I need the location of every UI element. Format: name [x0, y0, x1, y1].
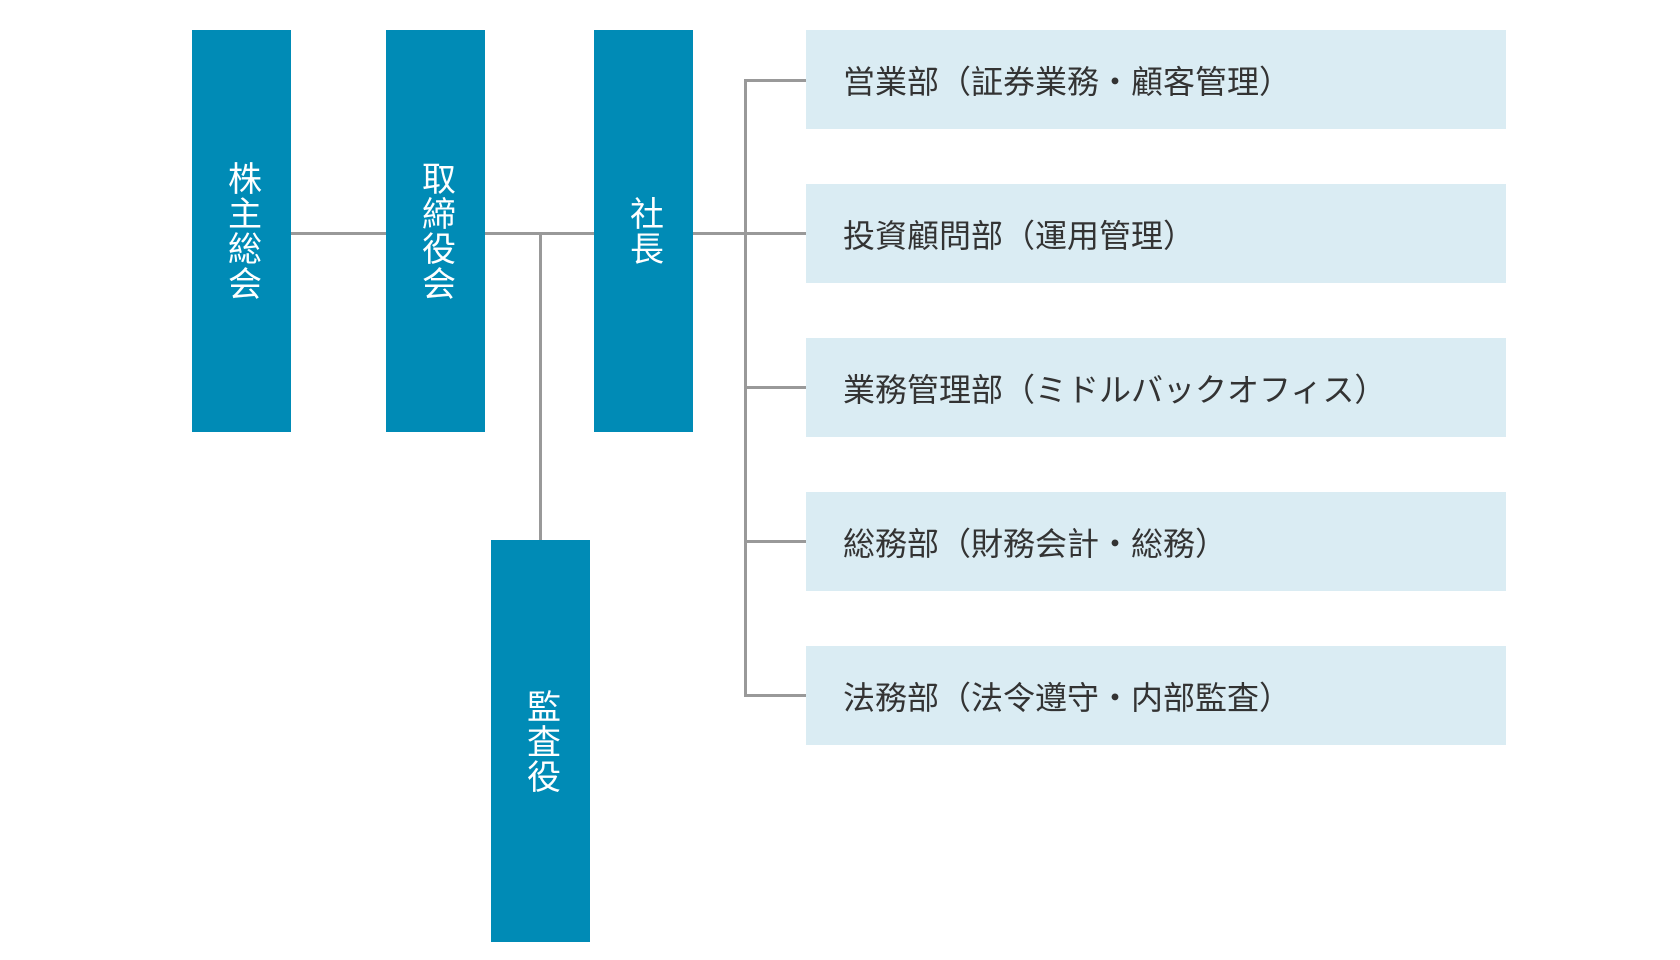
department-box-operations-management: 業務管理部（ミドルバックオフィス） — [806, 338, 1506, 437]
department-box-general-affairs: 総務部（財務会計・総務） — [806, 492, 1506, 591]
connector-president-branch — [692, 232, 747, 235]
department-box-sales: 営業部（証券業務・顧客管理） — [806, 30, 1506, 129]
connector-dept-1 — [744, 79, 806, 82]
president-box: 社長 — [594, 30, 693, 432]
board-of-directors-box: 取締役会 — [386, 30, 485, 432]
department-label-operations-management: 業務管理部（ミドルバックオフィス） — [843, 370, 1387, 409]
department-label-legal: 法務部（法令遵守・内部監査） — [843, 678, 1292, 717]
auditor-label: 監査役 — [520, 688, 561, 794]
president-label: 社長 — [623, 196, 664, 266]
connector-dept-4 — [744, 540, 806, 543]
shareholders-meeting-box: 株主総会 — [192, 30, 291, 432]
connector-shareholders-board — [290, 232, 388, 235]
connector-dept-5 — [744, 694, 806, 697]
connector-dept-2 — [744, 232, 806, 235]
board-of-directors-label: 取締役会 — [415, 161, 456, 301]
department-box-legal: 法務部（法令遵守・内部監査） — [806, 646, 1506, 745]
department-label-general-affairs: 総務部（財務会計・総務） — [843, 524, 1228, 563]
connector-board-auditor — [539, 233, 542, 541]
department-box-investment-advisory: 投資顧問部（運用管理） — [806, 184, 1506, 283]
shareholders-meeting-label: 株主総会 — [221, 161, 262, 301]
auditor-box: 監査役 — [491, 540, 590, 942]
connector-dept-3 — [744, 386, 806, 389]
department-label-sales: 営業部（証券業務・顧客管理） — [843, 62, 1292, 101]
department-label-investment-advisory: 投資顧問部（運用管理） — [843, 216, 1196, 255]
